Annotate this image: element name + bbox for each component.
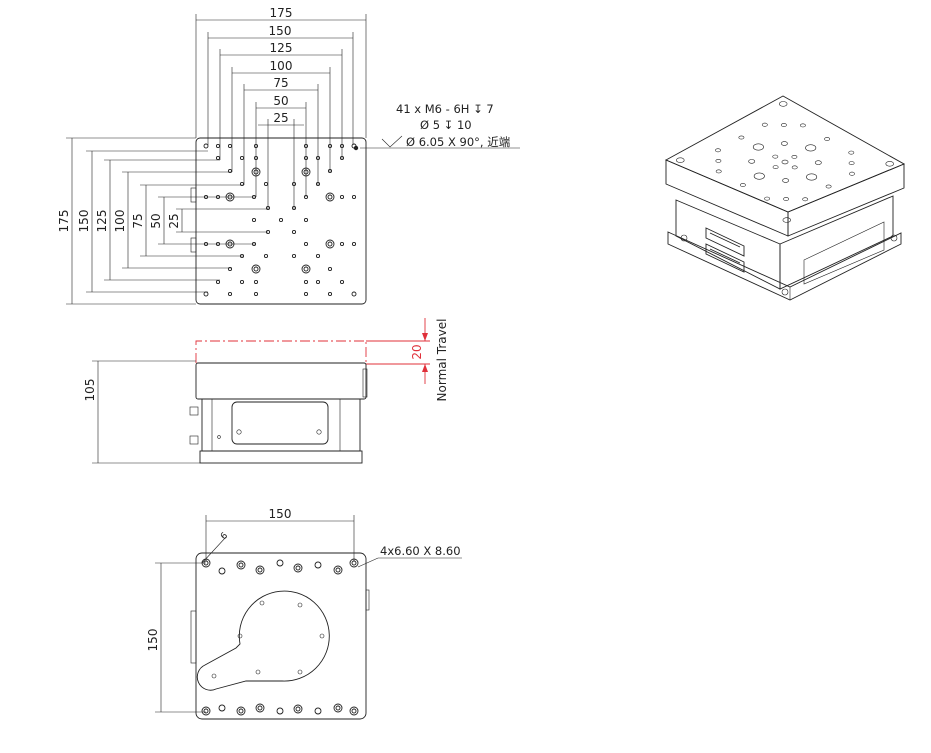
countersink-icon [381, 135, 403, 148]
iso-hole [752, 143, 764, 151]
horizontal-dimension-texts: 175 150 125 100 75 50 25 [269, 6, 293, 125]
iso-hole [772, 154, 779, 159]
iso-hole [781, 123, 787, 127]
bottom-plate-outline [195, 552, 367, 720]
hole-note-line2: Ø 5 ↧ 10 [420, 118, 472, 132]
iso-hole [764, 196, 770, 201]
mount-note: 4x6.60 X 8.60 [357, 544, 462, 568]
iso-hole [806, 173, 818, 181]
mount-note-text: 4x6.60 X 8.60 [380, 544, 461, 558]
top-plate-outline [195, 137, 367, 305]
iso-connectors [705, 227, 745, 273]
iso-hole-pattern [676, 101, 894, 223]
vertical-dimension-lines [66, 137, 268, 305]
iso-hole [791, 165, 798, 170]
side-height-dim: 105 [83, 379, 97, 402]
iso-hole [740, 183, 746, 187]
iso-hole [715, 148, 721, 153]
iso-hole [802, 197, 809, 202]
dim-v-100: 100 [113, 210, 127, 233]
bottom-hole-row-top [201, 558, 359, 575]
dim-v-50: 50 [149, 213, 163, 228]
dim-v-175: 175 [57, 210, 71, 233]
dim-v-25: 25 [167, 213, 181, 228]
iso-hole [781, 159, 789, 165]
travel-label: Normal Travel [435, 319, 449, 402]
top-view: 175 150 125 100 75 50 25 175 150 125 100… [57, 6, 520, 305]
iso-hole [748, 159, 756, 164]
corner-dim: 6 [219, 531, 230, 542]
iso-hole [848, 161, 855, 166]
cutout-screws [211, 600, 325, 679]
bottom-height-dim: 150 [146, 629, 160, 652]
iso-hole [781, 141, 788, 146]
iso-hole [814, 160, 822, 165]
iso-hole [824, 137, 830, 141]
iso-hole [753, 172, 765, 180]
side-height-dimension [92, 360, 200, 464]
iso-hole [782, 178, 789, 183]
dim-v-125: 125 [95, 210, 109, 233]
hole-note: 41 x M6 - 6H ↧ 7 Ø 5 ↧ 10 Ø 6.05 X 90°, … [353, 102, 520, 151]
iso-hole [738, 135, 745, 140]
iso-hole [772, 165, 779, 170]
bottom-cutout [196, 590, 330, 691]
iso-hole [782, 217, 791, 223]
dim-h-100: 100 [270, 59, 293, 73]
side-body [201, 398, 361, 452]
hole-note-line3: Ø 6.05 X 90°, 近端 [406, 135, 510, 149]
iso-hole [676, 157, 685, 163]
dim-h-150: 150 [269, 24, 292, 38]
iso-hole [783, 197, 789, 201]
dim-h-175: 175 [270, 6, 293, 20]
isometric-view [664, 95, 906, 301]
iso-hole [791, 154, 798, 159]
iso-hole [849, 171, 855, 176]
iso-hole [715, 158, 722, 163]
dim-v-75: 75 [131, 213, 145, 228]
dim-h-50: 50 [273, 94, 288, 108]
bottom-view: 150 150 6 4x6.60 X 8.60 [146, 507, 462, 720]
iso-hole [848, 150, 855, 155]
travel-dim: 20 [410, 344, 424, 359]
top-side-tab [190, 187, 197, 203]
dim-h-75: 75 [273, 76, 288, 90]
side-top-plate [195, 362, 367, 400]
horizontal-dimension-lines [195, 14, 367, 209]
iso-hole [825, 184, 832, 189]
iso-hole [805, 144, 817, 152]
hole-note-line1: 41 x M6 - 6H ↧ 7 [396, 102, 494, 116]
iso-hole [778, 101, 788, 107]
iso-hole [800, 123, 806, 128]
iso-hole [885, 161, 894, 167]
iso-hole [761, 122, 768, 127]
dim-h-125: 125 [270, 41, 293, 55]
bottom-hole-row-bottom [201, 703, 359, 716]
side-view: 20 Normal Travel 105 [83, 318, 449, 464]
vertical-dimension-texts: 175 150 125 100 75 50 25 [57, 210, 181, 233]
iso-top-face [664, 95, 906, 213]
top-side-tab [190, 237, 197, 253]
side-base [199, 450, 363, 464]
dim-h-25: 25 [273, 111, 288, 125]
travel-envelope: 20 [195, 318, 430, 384]
side-window [231, 401, 329, 445]
bottom-width-dim: 150 [269, 507, 292, 521]
dim-v-150: 150 [77, 210, 91, 233]
top-hole-pattern [203, 143, 357, 297]
leader-dot [353, 145, 359, 151]
iso-hole [715, 169, 722, 174]
